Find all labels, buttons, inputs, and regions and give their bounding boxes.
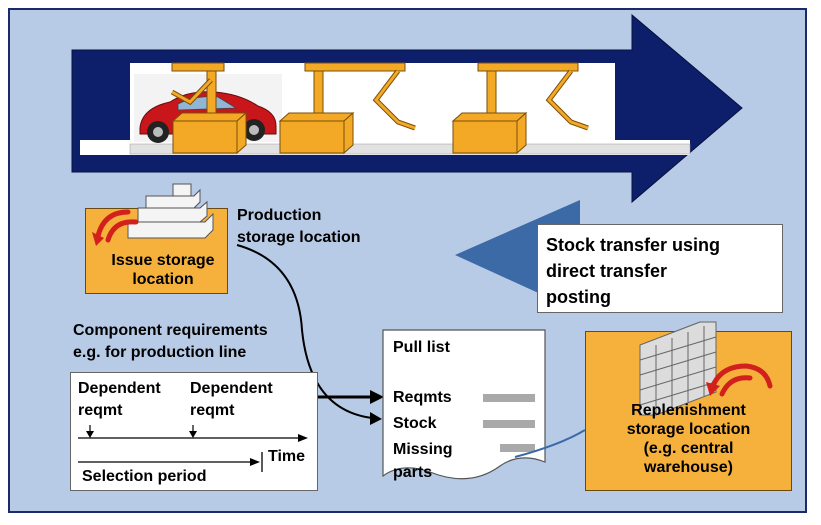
production-line1: Production: [237, 207, 322, 224]
dependent-reqmt-2: Dependent reqmt: [190, 380, 273, 419]
pull-list-document: [382, 329, 546, 480]
stock-transfer-box: Stock transfer using direct transfer pos…: [537, 224, 783, 313]
issue-storage-line1: Issue storage: [111, 252, 215, 269]
stock-bar: [483, 420, 535, 428]
pull-list-title: Pull list: [393, 339, 450, 356]
pull-list-reqmts: Reqmts: [393, 389, 452, 406]
component-req-line2: e.g. for production line: [73, 344, 247, 361]
replenishment-to-pulllist-line: [514, 429, 586, 458]
component-req-line1: Component requirements: [73, 322, 268, 339]
conveyor-belt: [129, 143, 691, 155]
issue-storage-line2: location: [132, 271, 194, 288]
stock-transfer-line2: direct transfer: [546, 261, 668, 281]
dependent-reqmt-1: Dependent reqmt: [78, 380, 161, 419]
curve-arrowhead: [370, 412, 382, 425]
production-storage-label: Production storage location: [237, 205, 361, 249]
reqmts-bar: [483, 394, 535, 402]
stock-transfer-line1: Stock transfer using: [546, 235, 721, 255]
replenishment-line1: Replenishment: [631, 402, 746, 419]
missing-bar: [500, 444, 535, 452]
timeline-arrowhead: [370, 390, 384, 404]
selection-period-label: Selection period: [82, 468, 207, 485]
component-requirements-label: Component requirements e.g. for producti…: [73, 320, 268, 364]
replenishment-line3: (e.g. central: [643, 440, 734, 457]
issue-storage-label: Issue storage location: [85, 251, 241, 289]
pull-list-stock: Stock: [393, 415, 437, 432]
robot-1-icon: [170, 62, 248, 155]
replenishment-label: Replenishment storage location (e.g. cen…: [585, 401, 792, 477]
robot-3-icon: [451, 62, 589, 155]
pull-list-missing-parts: Missing parts: [393, 441, 453, 481]
production-line2: storage location: [237, 229, 361, 246]
replenishment-line2: storage location: [626, 421, 751, 438]
stock-transfer-line3: posting: [546, 287, 611, 307]
production-to-pulllist-curve: [236, 244, 373, 419]
robot-2-icon: [278, 62, 416, 155]
time-label: Time: [268, 448, 306, 465]
replenishment-line4: warehouse): [644, 459, 733, 476]
